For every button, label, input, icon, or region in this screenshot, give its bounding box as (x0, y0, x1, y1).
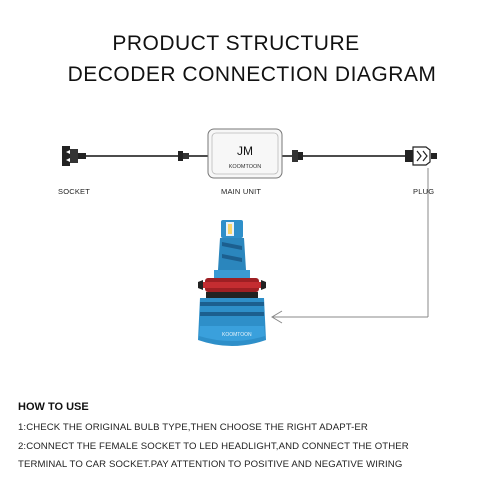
connection-arrow (271, 168, 429, 324)
socket-connector-icon (62, 146, 86, 166)
socket-label: SOCKET (58, 187, 91, 196)
plug-label: PLUG (413, 187, 435, 196)
title-product-structure: PRODUCT STRUCTURE (112, 32, 360, 55)
how-to-use-heading: HOW TO USE (18, 401, 89, 413)
step-2-text-continued: TERMINAL TO CAR SOCKET.PAY ATTENTION TO … (18, 459, 403, 470)
main-unit-brand-text: KOOMTOON (229, 164, 262, 170)
plug-connector-icon (405, 146, 437, 166)
step-2-text: 2:CONNECT THE FEMALE SOCKET TO LED HEADL… (18, 441, 409, 452)
main-unit-box: JM KOOMTOON (207, 128, 283, 179)
main-unit-label: MAIN UNIT (221, 187, 262, 196)
step-1-text: 1:CHECK THE ORIGINAL BULB TYPE,THEN CHOO… (18, 422, 368, 433)
main-unit-box-text: JM (237, 144, 253, 158)
title-decoder-connection-diagram: DECODER CONNECTION DIAGRAM (67, 63, 437, 86)
inline-connector-right-icon (292, 150, 303, 162)
inline-connector-left-icon (178, 151, 189, 161)
bulb-brand-text: KOOMTOON (222, 332, 252, 338)
led-bulb-image: KOOMTOON (198, 220, 266, 346)
